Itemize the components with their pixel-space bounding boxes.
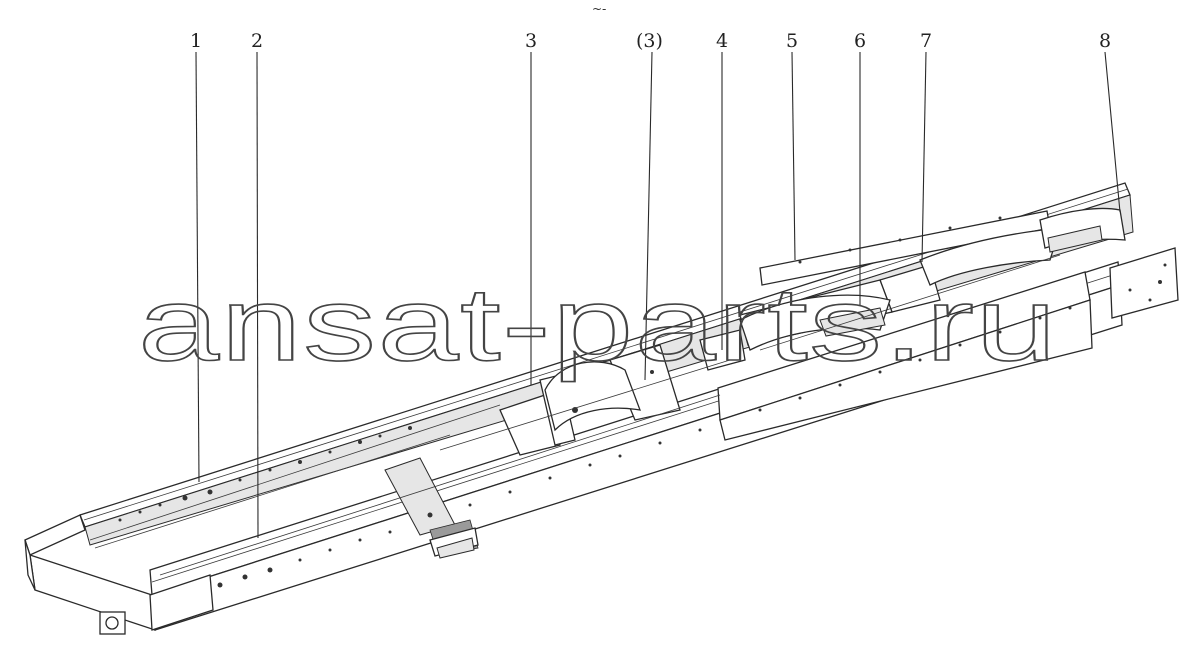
top-mark: ~-	[592, 2, 606, 16]
callout-6: 6	[854, 30, 866, 52]
callout-8: 8	[1099, 30, 1111, 52]
watermark-text: ansat-parts.ru	[138, 267, 1058, 383]
callout-7: 7	[920, 30, 932, 52]
leader-lines	[195, 51, 1121, 539]
callout-numbers: 1 2 3 (3) 4 5 6 7 8	[190, 30, 1111, 52]
rail-detail-lines	[89, 254, 1061, 576]
callout-4: 4	[716, 30, 728, 52]
rivet-holes	[118, 216, 1167, 588]
callout-5: 5	[786, 30, 798, 52]
lower-bracket	[429, 527, 479, 559]
callout-2: 2	[251, 30, 263, 52]
callout-3: 3	[525, 30, 537, 52]
cross-members	[384, 207, 1126, 556]
callout-3-paren: (3)	[636, 30, 663, 52]
callout-1: 1	[190, 30, 202, 52]
front-end-member	[24, 514, 214, 635]
frame-drawing	[24, 182, 1179, 635]
